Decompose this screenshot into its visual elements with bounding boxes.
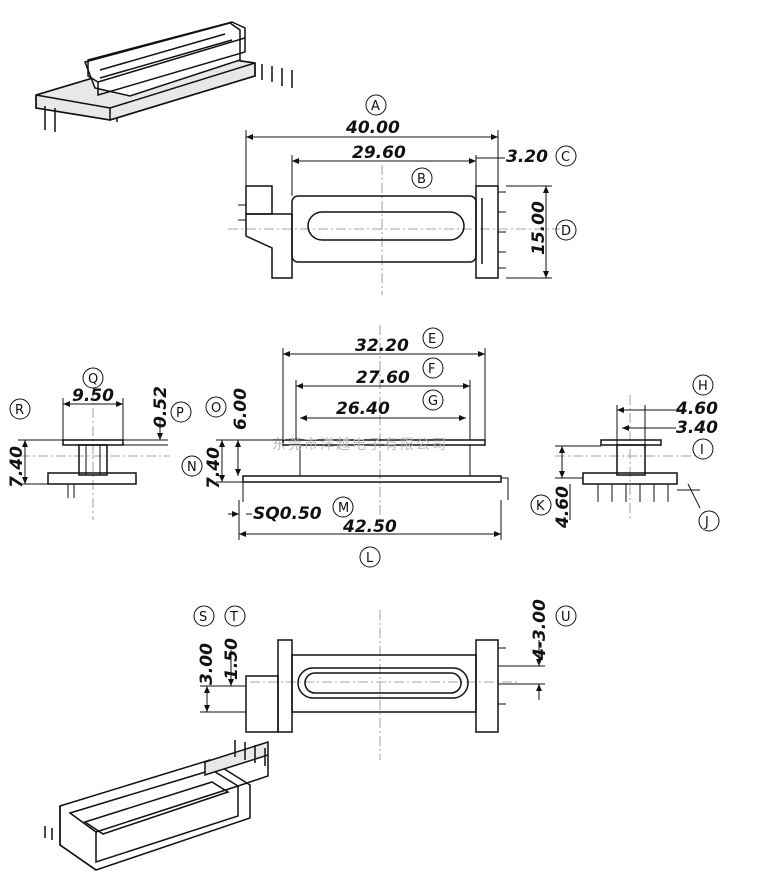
label-k: K	[530, 494, 552, 516]
svg-text:F: F	[428, 362, 435, 377]
label-m: M	[332, 496, 354, 518]
front-view: 东莞市洋越电子有限公司 32.20 27.60 26.40 42.50 SQ0.…	[181, 325, 509, 568]
svg-text:I: I	[700, 443, 704, 458]
dim-4-60-k: 4.60	[553, 486, 573, 529]
label-j: J	[698, 510, 720, 532]
label-r: R	[9, 398, 31, 420]
svg-text:R: R	[15, 403, 24, 418]
dim-32-20: 32.20	[355, 336, 409, 356]
dim-sq0-50: SQ0.50	[253, 504, 322, 524]
svg-text:J: J	[704, 515, 709, 530]
svg-text:E: E	[428, 332, 436, 347]
dim-27-60: 27.60	[356, 368, 410, 388]
label-n: N	[181, 455, 203, 477]
svg-text:M: M	[338, 501, 349, 516]
svg-text:A: A	[371, 99, 380, 114]
top-view: 40.00 29.60 3.20 15.00 A B C D	[228, 94, 577, 295]
svg-text:U: U	[561, 610, 571, 625]
svg-text:N: N	[187, 460, 197, 475]
svg-text:T: T	[229, 610, 238, 625]
svg-text:Q: Q	[88, 372, 98, 387]
svg-text:K: K	[536, 499, 545, 514]
label-e: E	[422, 327, 444, 349]
dim-6-00: 6.00	[231, 388, 251, 430]
label-t: T	[224, 605, 246, 627]
dim-7-40-left: 7.40	[7, 446, 27, 488]
right-side-view: 4.60 3.40 4.60 H I K J	[530, 374, 720, 532]
label-l: L	[359, 546, 381, 568]
label-s: S	[193, 605, 215, 627]
svg-text:H: H	[698, 379, 708, 394]
dim-7-40-mid: 7.40	[204, 447, 224, 489]
dim-15-00: 15.00	[529, 201, 549, 255]
label-a: A	[365, 94, 387, 116]
label-i: I	[692, 438, 714, 460]
isometric-view-bottom	[44, 740, 269, 871]
label-p: P	[170, 401, 192, 423]
svg-text:O: O	[211, 401, 221, 416]
label-d: D	[555, 219, 577, 241]
dim-42-50: 42.50	[342, 517, 397, 537]
bottom-view: 3.00 1.50 4-3.00 S T U	[193, 599, 577, 760]
label-g: G	[422, 389, 444, 411]
label-f: F	[422, 357, 444, 379]
label-b: B	[411, 167, 433, 189]
dim-29-60: 29.60	[352, 143, 406, 163]
dim-4-60-h: 4.60	[675, 399, 718, 419]
svg-text:D: D	[561, 224, 571, 239]
svg-text:P: P	[176, 406, 184, 421]
dim-3-40: 3.40	[676, 418, 718, 438]
dim-3-00: 3.00	[197, 643, 217, 685]
label-h: H	[692, 374, 714, 396]
dim-9-50: 9.50	[72, 386, 114, 406]
isometric-view-top	[35, 21, 293, 132]
svg-text:C: C	[561, 150, 570, 165]
dim-1-50: 1.50	[222, 638, 242, 680]
label-q: Q	[82, 367, 104, 389]
svg-text:G: G	[428, 394, 438, 409]
left-side-view: 9.50 0.52 7.40 Q R P	[7, 367, 192, 520]
dim-4-3-00: 4-3.00	[530, 599, 550, 661]
svg-text:B: B	[417, 172, 426, 187]
dim-3-20: 3.20	[506, 147, 548, 167]
dim-26-40: 26.40	[336, 399, 390, 419]
dim-0-52: 0.52	[151, 386, 171, 428]
label-c: C	[555, 145, 577, 167]
svg-text:L: L	[366, 551, 374, 566]
label-u: U	[555, 605, 577, 627]
svg-text:S: S	[199, 610, 207, 625]
label-o: O	[205, 396, 227, 418]
watermark: 东莞市洋越电子有限公司	[272, 436, 448, 453]
dim-40-00: 40.00	[345, 118, 400, 138]
